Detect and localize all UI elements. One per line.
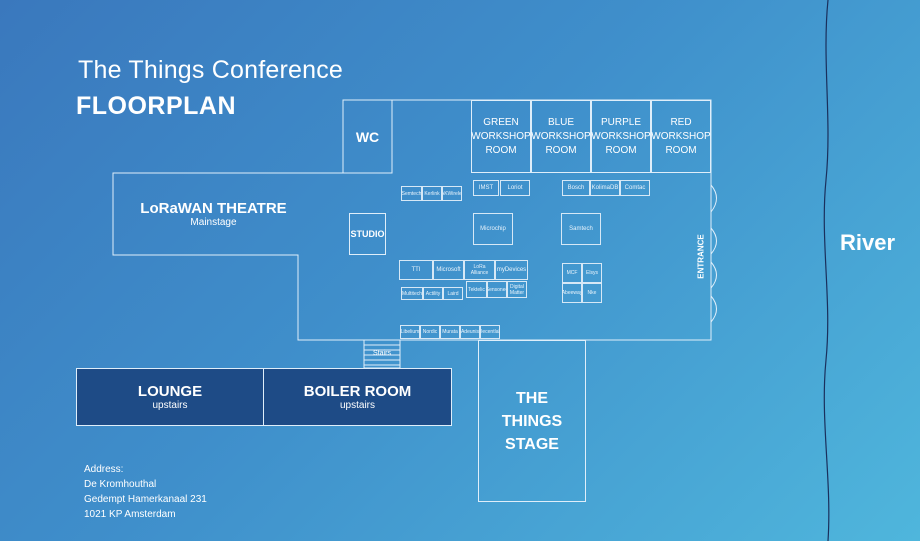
stairs-label: Stairs [373,350,391,357]
theatre-label: LoRaWAN THEATRE [140,200,287,217]
lorawan-theatre: LoRaWAN THEATRE Mainstage [136,200,291,228]
river-label: River [840,230,896,255]
wc-room: WC [343,100,392,173]
boiler-label: BOILER ROOM [303,383,412,400]
address-line-3: 1021 KP Amsterdam [84,509,176,520]
stage-line-3: STAGE [505,435,559,453]
river-bank-line [823,0,830,541]
boiler-room: BOILER ROOM upstairs [263,368,452,426]
wc-label: WC [355,128,380,145]
booth: Actility [423,287,443,300]
booth: TTI [399,260,433,280]
red-workshop-room: RED WORKSHOP ROOM [651,100,711,173]
red-room-line-2: WORKSHOP [651,130,711,142]
booth: Tektelic [466,281,487,298]
booth: Digital Matter [507,281,527,298]
red-room-line-3: ROOM [665,144,697,156]
theatre-sublabel: Mainstage [190,217,237,228]
stage-line-2: THINGS [501,412,563,430]
boiler-sublabel: upstairs [339,400,375,411]
booth: Semtech [401,186,422,201]
blue-room-line-3: ROOM [545,144,577,156]
purple-room-line-3: ROOM [605,144,637,156]
booth: Sensoneo [487,281,507,298]
booth: Nke [582,283,602,303]
booth: Murata [440,325,460,339]
booth: myDevices [495,260,528,280]
studio-label: STUDIO [350,229,385,239]
booth: Decentlab [480,325,500,339]
booth: MCF [562,263,582,283]
booth: Loriot [500,180,530,196]
green-workshop-room: GREEN WORKSHOP ROOM [471,100,531,173]
booth: Elsys [582,263,602,283]
door-1 [710,184,717,213]
green-room-line-1: GREEN [483,116,519,128]
booth: Abeeway [562,283,582,303]
page-title: The Things Conference [78,56,344,84]
green-room-line-3: ROOM [485,144,517,156]
address-line-2: Gedempt Hamerkanaal 231 [84,494,207,505]
booth: IMST [473,180,499,196]
entrance: ENTRANCE [693,232,713,282]
lounge-room: LOUNGE upstairs [76,368,264,426]
booth: RAKWireless [442,186,462,201]
address-line-1: De Kromhouthal [84,479,157,490]
wc-room-outline [342,99,393,174]
booth: LoRa Alliance [464,260,495,280]
booth: Samtech [561,213,601,245]
booth: Adeunis [460,325,480,339]
purple-room-line-2: WORKSHOP [591,130,651,142]
door-2 [710,227,717,255]
blue-workshop-room: BLUE WORKSHOP ROOM [531,100,591,173]
studio-room: STUDIO [349,213,386,255]
booth: Comtac [620,180,650,196]
blue-room-line-1: BLUE [547,116,575,128]
booth: Nordic [420,325,440,339]
address-block: Address: De Kromhouthal Gedempt Hamerkan… [84,462,207,522]
blue-room-line-2: WORKSHOP [531,130,591,142]
the-things-stage: THE THINGS STAGE [478,340,586,502]
booth: Multitech [401,287,423,300]
purple-room-line-1: PURPLE [601,116,642,128]
lounge-label: LOUNGE [137,383,203,400]
red-room-line-1: RED [670,116,692,128]
booth: Bosch [562,180,590,196]
door-4 [710,295,717,323]
entrance-label: ENTRANCE [696,234,706,279]
green-room-line-2: WORKSHOP [471,130,531,142]
door-3 [710,261,717,289]
address-heading: Address: [84,464,124,475]
booth: KolimaDB [590,180,620,196]
booth: Kerlink [422,186,442,201]
page-subtitle: FLOORPLAN [76,92,237,120]
booth: Laird [443,287,463,300]
purple-workshop-room: PURPLE WORKSHOP ROOM [591,100,651,173]
booth: Microsoft [433,260,464,280]
booth: Microchip [473,213,513,245]
booth: Libelium [400,325,420,339]
stage-line-1: THE [515,389,548,407]
lounge-sublabel: upstairs [152,400,188,411]
